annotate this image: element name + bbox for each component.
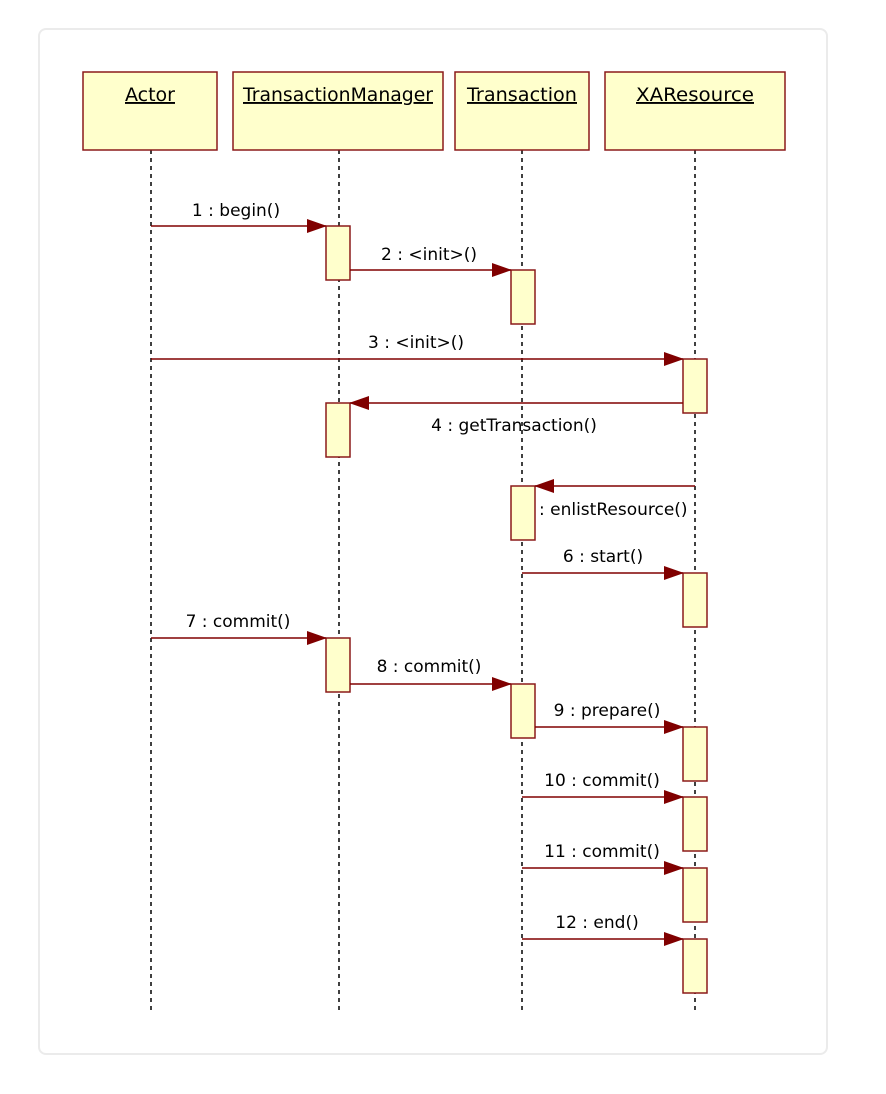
message-8: 8 : commit() xyxy=(350,657,512,691)
participant-label: TransactionManager xyxy=(242,84,433,106)
message-label: 2 : <init>() xyxy=(381,245,477,265)
activation-tm-3 xyxy=(325,637,351,693)
activation-xa-6 xyxy=(682,938,708,994)
participant-box xyxy=(232,71,444,151)
message-label: 4 : getTransaction() xyxy=(431,416,597,436)
participant-label: Actor xyxy=(125,84,175,106)
activation-tx-1 xyxy=(510,269,536,325)
activation-xa-2 xyxy=(682,572,708,628)
message-label: 6 : start() xyxy=(563,547,643,567)
activation-tm-2 xyxy=(325,402,351,458)
activation-tx-2 xyxy=(510,485,536,541)
participant-xaresource: XAResource xyxy=(604,71,786,151)
message-label: 12 : end() xyxy=(555,913,638,933)
message-5: : enlistResource() xyxy=(534,479,695,520)
participant-label: XAResource xyxy=(636,84,754,106)
message-11: 11 : commit() xyxy=(522,842,684,875)
participant-transaction: Transaction xyxy=(454,71,590,151)
activation-xa-5 xyxy=(682,867,708,923)
message-3: 3 : <init>() xyxy=(151,333,684,366)
activation-tm-1 xyxy=(325,225,351,281)
activation-xa-1 xyxy=(682,358,708,414)
message-label: 3 : <init>() xyxy=(368,333,464,353)
activation-xa-4 xyxy=(682,796,708,852)
message-7: 7 : commit() xyxy=(151,612,327,645)
message-label: 8 : commit() xyxy=(377,657,482,677)
participant-label: Transaction xyxy=(466,84,577,106)
participant-box xyxy=(604,71,786,151)
message-9: 9 : prepare() xyxy=(535,701,684,734)
activation-tx-3 xyxy=(510,683,536,739)
message-label: 7 : commit() xyxy=(186,612,291,632)
message-label: 10 : commit() xyxy=(544,771,660,791)
lifelines xyxy=(150,150,696,1012)
message-2: 2 : <init>() xyxy=(350,245,512,277)
participant-actor: Actor xyxy=(82,71,218,151)
message-10: 10 : commit() xyxy=(522,771,684,804)
message-12: 12 : end() xyxy=(522,913,684,946)
activation-xa-3 xyxy=(682,726,708,782)
message-6: 6 : start() xyxy=(522,547,684,580)
participant-transaction-manager: TransactionManager xyxy=(232,71,444,151)
message-4: 4 : getTransaction() xyxy=(349,396,683,436)
message-1: 1 : begin() xyxy=(151,201,327,233)
participant-box xyxy=(82,71,218,151)
participant-box xyxy=(454,71,590,151)
message-label: 11 : commit() xyxy=(544,842,660,862)
activations xyxy=(325,225,708,994)
message-label: : enlistResource() xyxy=(539,500,688,520)
message-label: 9 : prepare() xyxy=(554,701,661,721)
message-label: 1 : begin() xyxy=(192,201,280,221)
